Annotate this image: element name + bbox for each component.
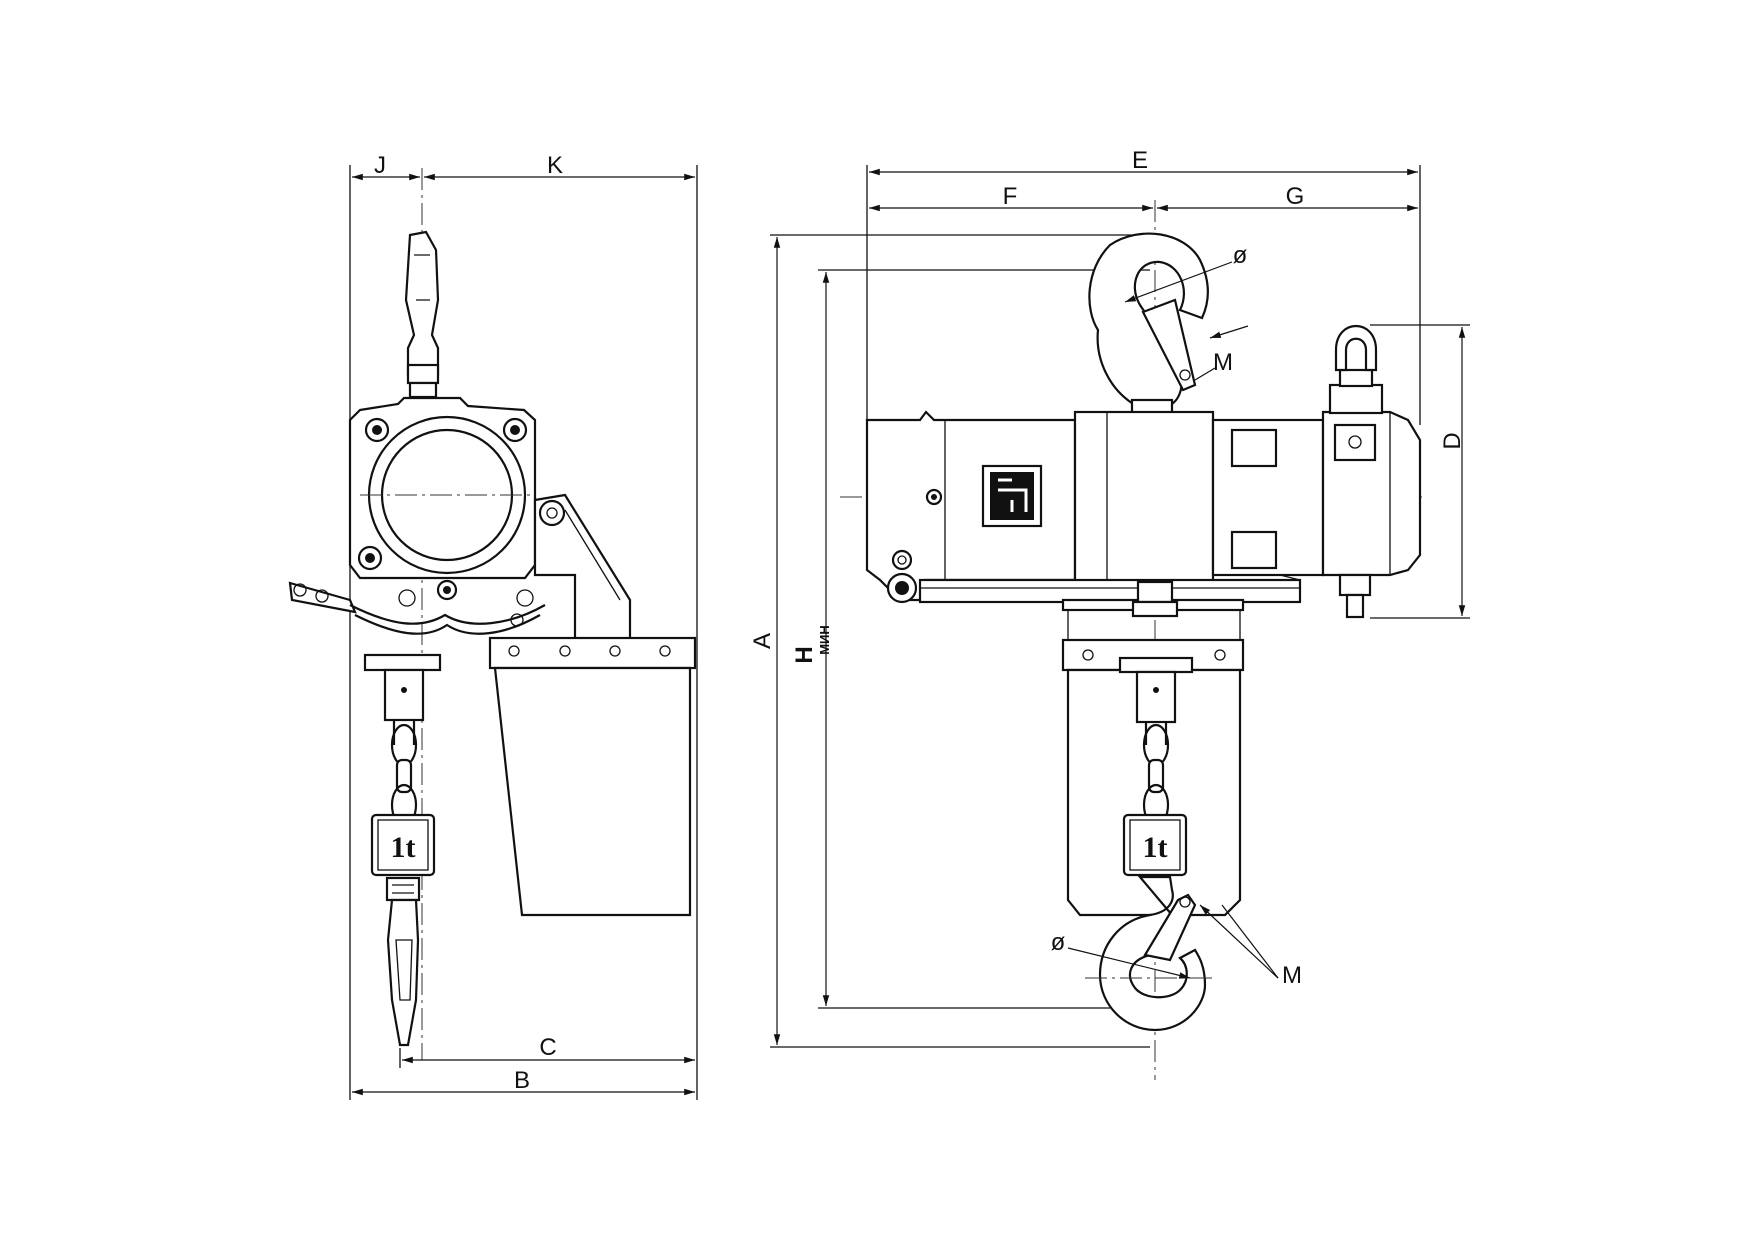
chain-side xyxy=(363,653,442,827)
front-view: E F G A H МИН D xyxy=(749,147,1470,1080)
side-view: J K xyxy=(288,152,698,1100)
label-m-bottom: M xyxy=(1282,962,1302,989)
label-dia-top: ø xyxy=(1233,242,1248,269)
top-hook-front: ø M xyxy=(1088,232,1249,416)
base-rail xyxy=(918,574,1302,604)
label-m-top: M xyxy=(1213,349,1233,376)
label-k: K xyxy=(547,152,563,179)
motor-body xyxy=(865,410,1077,604)
dimension-h-min: H МИН xyxy=(791,269,1150,1009)
central-housing xyxy=(1073,410,1215,584)
load-tag-front: 1t xyxy=(1122,813,1188,877)
dimension-a: A xyxy=(749,234,1150,1048)
dimension-d: D xyxy=(1370,324,1470,619)
control-lever xyxy=(288,579,546,635)
chain-bucket xyxy=(488,636,697,917)
bottom-hook-front: ø M xyxy=(1051,875,1302,1032)
label-g: G xyxy=(1286,183,1305,210)
label-b: B xyxy=(514,1067,530,1094)
label-h: H xyxy=(791,646,818,663)
label-e: E xyxy=(1132,147,1148,174)
top-hook-side xyxy=(404,230,440,399)
label-j: J xyxy=(374,152,386,179)
dimension-e-f-g: E F G xyxy=(866,147,1421,425)
label-dia-bottom: ø xyxy=(1051,929,1066,956)
label-a: A xyxy=(749,633,776,649)
gearbox-housing-side xyxy=(348,396,632,642)
dimension-b-c: C B xyxy=(352,1034,695,1096)
load-tag-side-label: 1t xyxy=(391,831,416,864)
label-h-sub: МИН xyxy=(817,625,832,655)
right-motor-section xyxy=(1211,325,1422,619)
label-d: D xyxy=(1439,432,1466,449)
label-c: C xyxy=(539,1034,556,1061)
dimension-j-k: J K xyxy=(349,152,698,1100)
load-tag-side: 1t xyxy=(370,813,436,877)
chain-front xyxy=(1118,580,1194,827)
load-tag-front-label: 1t xyxy=(1143,831,1168,864)
bottom-hook-side xyxy=(385,876,421,1047)
label-f: F xyxy=(1003,183,1018,210)
